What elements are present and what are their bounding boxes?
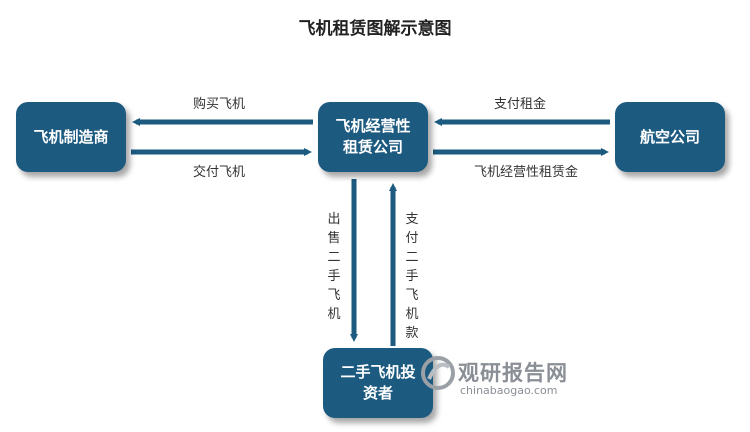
node-investor: 二手飞机投资者 [323,348,433,418]
watermark-url: chinabaogao.com [460,384,558,397]
edge-label-lease-rent: 飞机经营性租赁金 [474,165,579,180]
node-airline: 航空公司 [615,102,725,172]
edge-label-sell-used: 出售二手飞机 [327,212,341,322]
edge-label-buy-aircraft: 购买飞机 [193,97,246,112]
node-manufacturer-label: 飞机制造商 [33,127,109,146]
diagram-title: 飞机租赁图解示意图 [298,19,452,39]
node-airline-label: 航空公司 [639,127,700,146]
watermark-logo-icon [421,356,455,390]
watermark-brand: 观研报告网 [458,361,568,385]
edge-label-deliver-aircraft: 交付飞机 [193,165,246,180]
node-lessor-label: 飞机经营性租赁公司 [335,117,411,156]
edge-label-pay-used: 支付二手飞机款 [405,212,419,341]
edge-label-pay-rent: 支付租金 [494,97,547,112]
node-lessor: 飞机经营性租赁公司 [318,102,428,172]
node-manufacturer: 飞机制造商 [16,102,126,172]
node-investor-label: 二手飞机投资者 [340,363,416,402]
